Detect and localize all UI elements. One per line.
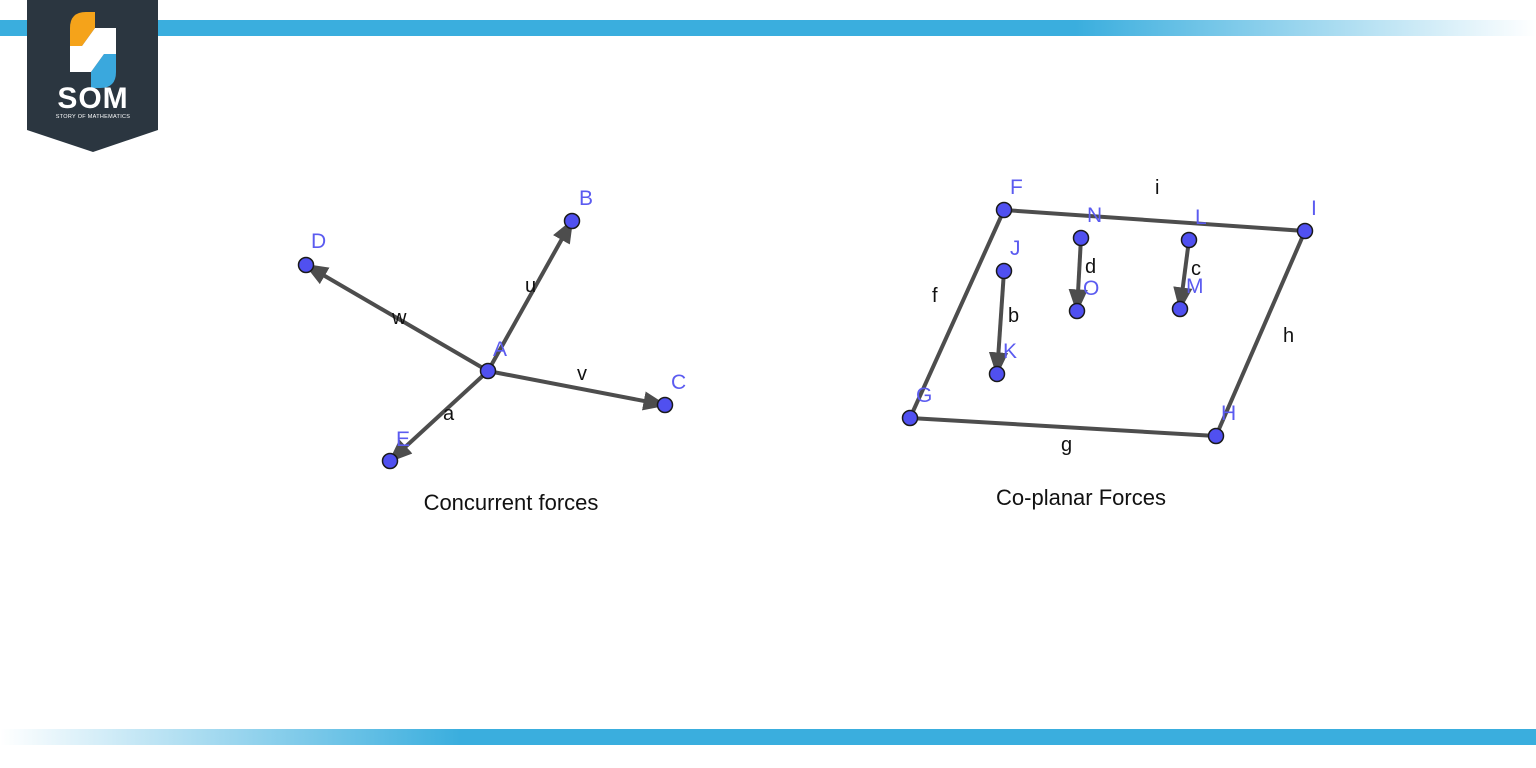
label-c: c — [1191, 258, 1201, 280]
vector-d — [1068, 237, 1088, 314]
logo-subtitle: STORY OF MATHEMATICS — [56, 114, 131, 120]
point-M — [1171, 300, 1189, 318]
point-J — [995, 262, 1013, 280]
segment-g — [909, 416, 1217, 438]
label-d: d — [1085, 256, 1096, 278]
label-A: A — [493, 338, 507, 361]
caption-coplanar: Co-planar Forces — [996, 485, 1166, 510]
label-I: I — [1311, 197, 1317, 220]
point-D — [297, 256, 315, 274]
som-logo: SOM STORY OF MATHEMATICS — [27, 0, 158, 152]
vector-c — [1173, 239, 1193, 312]
label-a: a — [443, 403, 455, 425]
label-G: G — [916, 384, 932, 407]
concurrent-forces-diagram: A B C D E u v w a Concurrent forces — [297, 187, 686, 515]
label-g: g — [1061, 434, 1072, 456]
point-C — [656, 396, 674, 414]
logo-title: SOM — [57, 82, 128, 115]
bottom-band — [0, 729, 1536, 745]
label-O: O — [1083, 277, 1099, 300]
point-I — [1296, 222, 1314, 240]
vector-a — [388, 369, 490, 463]
point-G — [901, 409, 919, 427]
label-M: M — [1186, 275, 1204, 298]
segment-h — [1214, 230, 1307, 437]
logo-blue-shape-icon — [91, 54, 116, 88]
label-C: C — [671, 371, 686, 394]
segment-i — [1003, 208, 1306, 233]
label-J: J — [1010, 237, 1021, 260]
vector-b — [988, 270, 1009, 377]
top-band — [0, 20, 1536, 36]
vector-w — [303, 263, 490, 373]
label-h: h — [1283, 325, 1294, 347]
label-D: D — [311, 230, 326, 253]
label-B: B — [579, 187, 593, 210]
point-O — [1068, 302, 1086, 320]
point-K — [988, 365, 1006, 383]
label-H: H — [1221, 402, 1236, 425]
label-L: L — [1195, 206, 1207, 229]
point-E — [381, 452, 399, 470]
coplanar-forces-diagram: F I H G J K N O L M i f h g b d c Co-pla… — [901, 176, 1317, 510]
vector-u — [486, 218, 574, 372]
point-L — [1180, 231, 1198, 249]
label-i: i — [1155, 177, 1159, 199]
label-f: f — [932, 285, 938, 307]
point-A — [479, 362, 497, 380]
logo-orange-shape-icon — [70, 12, 95, 46]
label-F: F — [1010, 176, 1023, 199]
label-w: w — [391, 307, 407, 329]
point-N — [1072, 229, 1090, 247]
caption-concurrent: Concurrent forces — [424, 490, 599, 515]
label-E: E — [396, 428, 410, 451]
label-b: b — [1008, 305, 1019, 327]
label-N: N — [1087, 204, 1102, 227]
label-u: u — [525, 275, 536, 297]
point-F — [995, 201, 1013, 219]
point-H — [1207, 427, 1225, 445]
label-K: K — [1003, 340, 1017, 363]
point-B — [563, 212, 581, 230]
logo-white-shape-icon — [70, 28, 116, 72]
segment-f — [908, 209, 1006, 419]
label-v: v — [577, 363, 587, 385]
vector-v — [487, 369, 668, 411]
